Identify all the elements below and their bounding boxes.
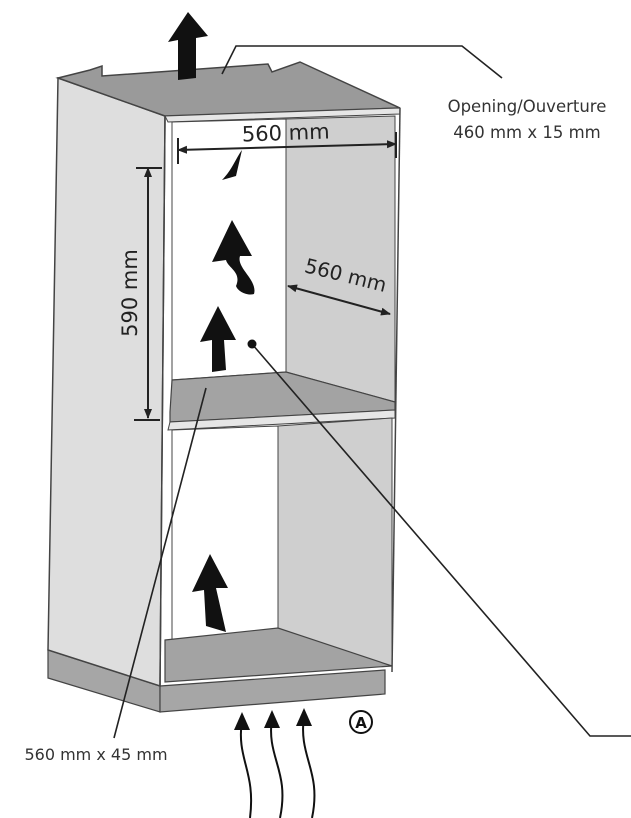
opening-label-line1: Opening/Ouverture bbox=[448, 97, 607, 116]
dimension-lines bbox=[134, 132, 397, 421]
airflow-arrow-icon bbox=[192, 554, 228, 632]
marker-label: A bbox=[355, 714, 367, 732]
airflow-arrows bbox=[168, 12, 316, 818]
intake-airflow-lines bbox=[239, 715, 316, 818]
airflow-arrow-icon bbox=[200, 306, 236, 372]
leader-dot bbox=[247, 339, 257, 349]
width-dimension-label: 560 mm bbox=[242, 119, 330, 146]
bottom-vent-label: 560 mm x 45 mm bbox=[24, 745, 167, 764]
airflow-arrow-icon bbox=[168, 12, 208, 80]
lower-compartment bbox=[164, 417, 393, 683]
circle-a-marker-icon: A bbox=[349, 710, 373, 734]
height-dimension-label: 590 mm bbox=[118, 249, 142, 337]
leader-lines bbox=[113, 45, 631, 739]
opening-label-line2: 460 mm x 15 mm bbox=[453, 123, 601, 142]
airflow-arrow-icon bbox=[212, 220, 255, 295]
